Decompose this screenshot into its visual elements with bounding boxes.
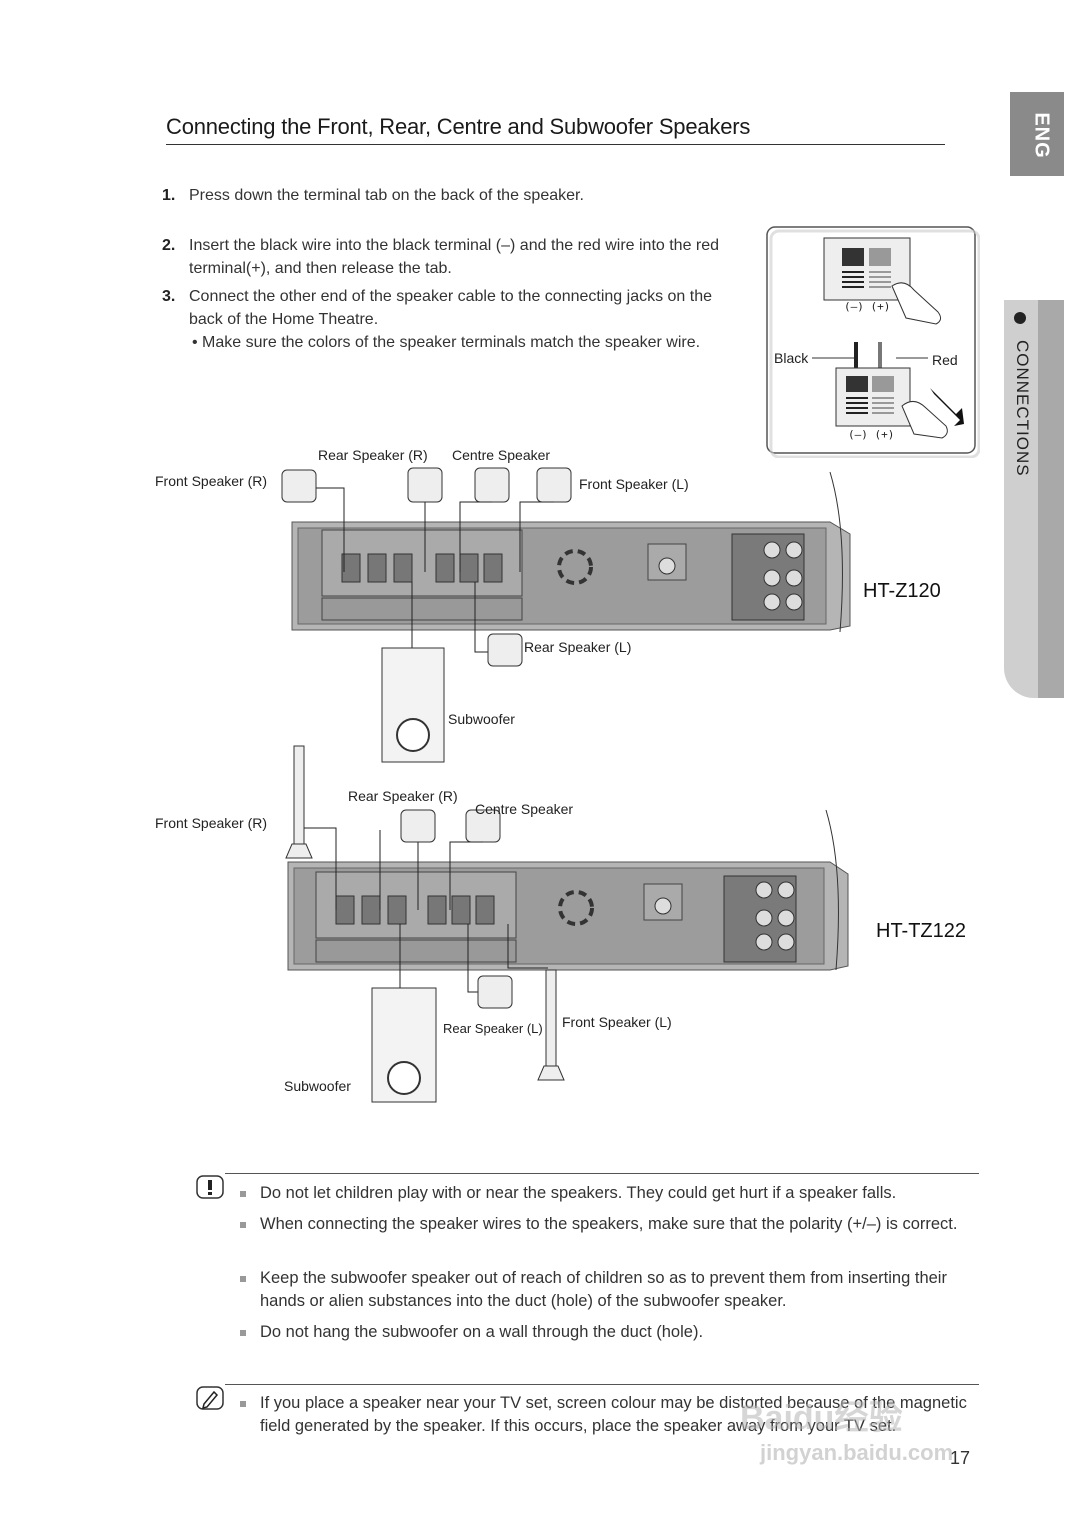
d1-rear-speaker-l-label: Rear Speaker (L): [524, 639, 632, 655]
page-number: 17: [950, 1448, 971, 1468]
caution-text: Do not let children play with or near th…: [260, 1184, 897, 1202]
step-text: Connect the other end of the speaker cab…: [189, 288, 713, 328]
red-wire-label: Red: [932, 352, 958, 368]
note-divider: [225, 1384, 979, 1385]
watermark-brand: Baidu经验: [740, 1399, 903, 1437]
step-number: 3.: [162, 288, 176, 305]
d1-model-label: HT-Z120: [863, 580, 941, 602]
speaker-diagram-1: [281, 467, 851, 763]
step-number: 1.: [162, 187, 176, 204]
d1-rear-speaker-r-label: Rear Speaker (R): [318, 447, 428, 463]
d1-front-speaker-r-label: Front Speaker (R): [155, 473, 268, 489]
square-bullet-icon: [240, 1401, 246, 1407]
page-title: Connecting the Front, Rear, Centre and S…: [166, 114, 945, 145]
step-number: 2.: [162, 237, 176, 254]
section-tab-label: CONNECTIONS: [1013, 340, 1032, 477]
front-speaker-r-box: [281, 469, 317, 503]
speaker-diagram-2: [285, 745, 849, 1103]
rear-speaker-r-box: [400, 809, 436, 843]
language-tab: ENG: [1010, 92, 1064, 176]
square-bullet-icon: [240, 1330, 246, 1336]
rear-speaker-l-box: [487, 633, 523, 667]
note-text: If you place a speaker near your TV set,…: [260, 1394, 967, 1435]
bullet-dot-icon: [1014, 312, 1026, 324]
square-bullet-icon: [240, 1222, 246, 1228]
step-bullet: • Make sure the colors of the speaker te…: [192, 334, 701, 351]
front-speaker-l-tower: [545, 969, 557, 1071]
rear-speaker-l-box: [477, 975, 513, 1009]
language-tab-label: ENG: [1030, 112, 1053, 159]
centre-speaker-box: [474, 467, 510, 503]
watermark-url: jingyan.baidu.com: [760, 1440, 954, 1465]
d1-subwoofer-label: Subwoofer: [448, 711, 515, 727]
rear-speaker-r-box: [407, 467, 443, 503]
step-text: Insert the black wire into the black ter…: [189, 237, 720, 277]
caution-text: Keep the subwoofer speaker out of reach …: [260, 1269, 947, 1310]
step-3: 3. Connect the other end of the speaker …: [162, 285, 742, 331]
black-wire-label: Black: [774, 350, 809, 366]
square-bullet-icon: [240, 1191, 246, 1197]
caution-divider: [225, 1173, 979, 1174]
front-speaker-r-tower: [293, 745, 305, 847]
step-text: Press down the terminal tab on the back …: [189, 187, 584, 204]
caution-item: Do not hang the subwoofer on a wall thro…: [240, 1321, 970, 1344]
section-tab: CONNECTIONS: [1004, 300, 1064, 698]
polarity-label-top: (–) (+): [844, 300, 890, 313]
caution-item: Keep the subwoofer speaker out of reach …: [240, 1267, 970, 1313]
note-item: If you place a speaker near your TV set,…: [240, 1392, 970, 1438]
polarity-label-bottom: (–) (+): [848, 428, 894, 441]
caution-item: Do not let children play with or near th…: [240, 1182, 970, 1205]
d1-front-speaker-l-label: Front Speaker (L): [579, 476, 689, 492]
caution-text: Do not hang the subwoofer on a wall thro…: [260, 1323, 704, 1341]
d1-centre-speaker-label: Centre Speaker: [452, 447, 551, 463]
d2-front-speaker-r-label: Front Speaker (R): [155, 815, 268, 831]
front-speaker-l-box: [536, 467, 572, 503]
square-bullet-icon: [240, 1276, 246, 1282]
d2-rear-speaker-l-label: Rear Speaker (L): [443, 1021, 543, 1036]
d2-front-speaker-l-label: Front Speaker (L): [562, 1014, 672, 1030]
d2-centre-speaker-label: Centre Speaker: [475, 801, 574, 817]
step-2: 2. Insert the black wire into the black …: [162, 234, 742, 280]
step-1: 1. Press down the terminal tab on the ba…: [162, 184, 742, 207]
caution-text: When connecting the speaker wires to the…: [260, 1215, 958, 1233]
caution-item: When connecting the speaker wires to the…: [240, 1213, 970, 1236]
d2-subwoofer-label: Subwoofer: [284, 1078, 351, 1094]
d2-rear-speaker-r-label: Rear Speaker (R): [348, 788, 458, 804]
terminal-figure: (–) (+) Black Red (–) (+): [766, 226, 980, 458]
section-tab-strip: [1038, 300, 1064, 698]
d2-model-label: HT-TZ122: [876, 920, 967, 942]
note-icon: [196, 1386, 224, 1410]
caution-icon: [196, 1175, 224, 1199]
